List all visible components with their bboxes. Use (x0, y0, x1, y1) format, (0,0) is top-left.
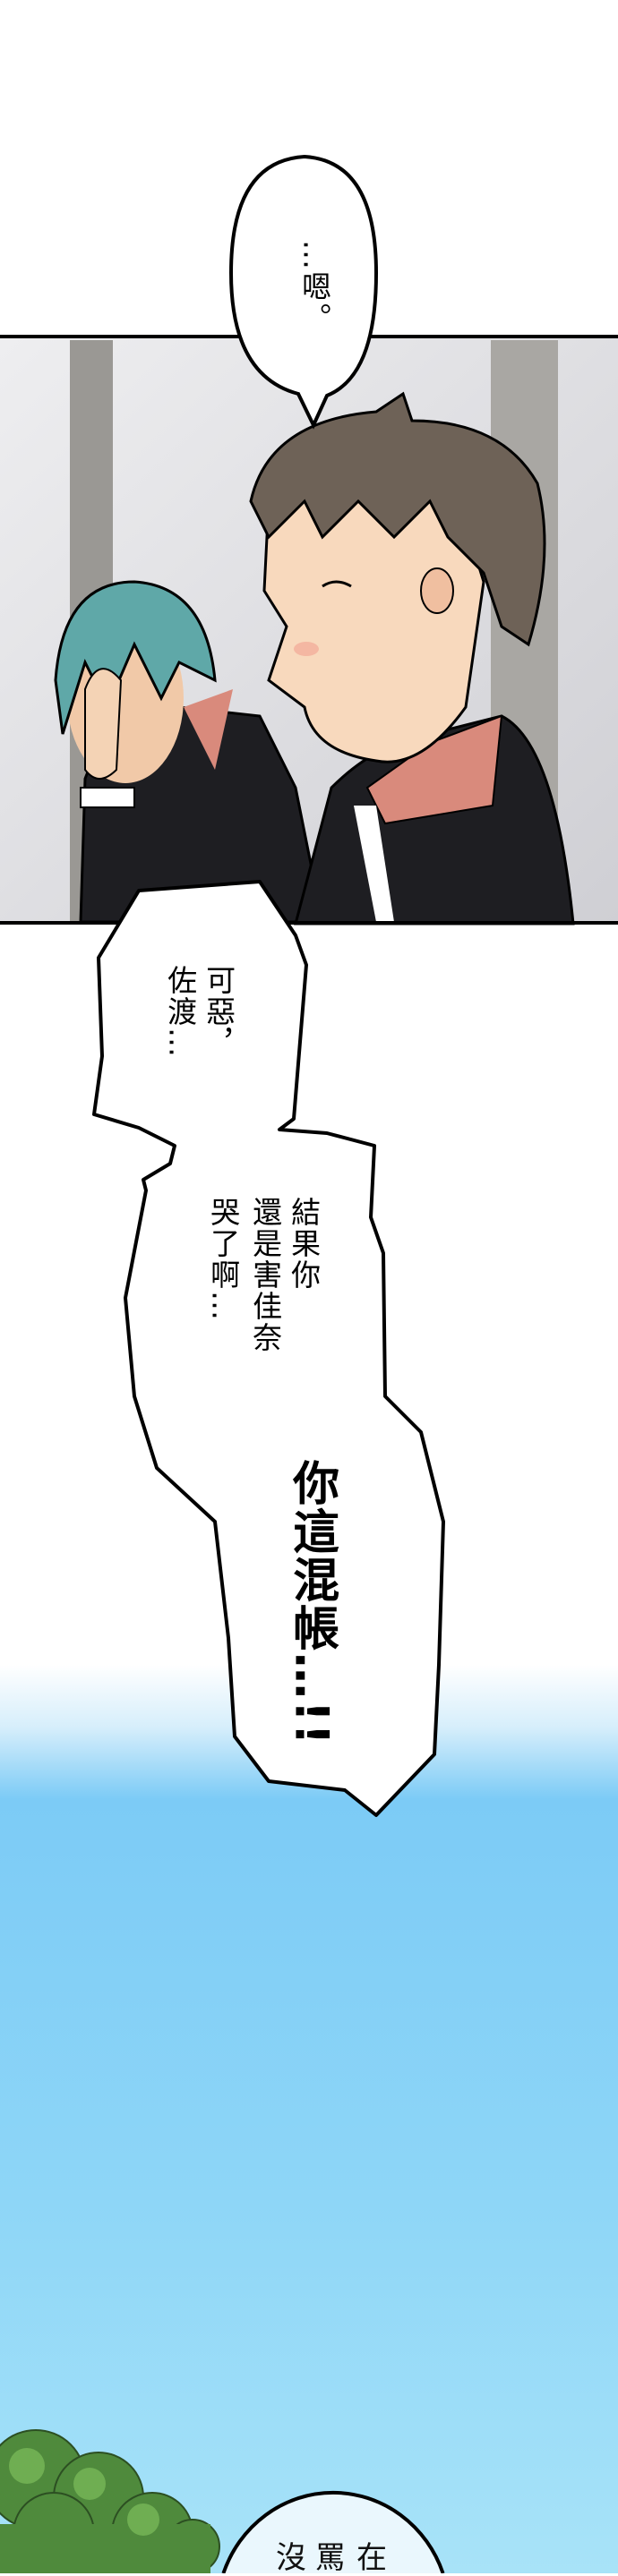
man-figure (249, 391, 575, 925)
shout-line-2: 佐渡… (162, 965, 198, 1059)
bottom-bubble-text-col-right: 在 (356, 2540, 387, 2576)
bottom-bubble-text-col-left: 沒 (276, 2540, 306, 2576)
shout-main-text: 你這混帳…!! (284, 1459, 339, 1747)
speech-bubble-shout (92, 880, 445, 1817)
bottom-bubble-text-col-mid: 罵 (315, 2540, 346, 2576)
shout-line-1: 可惡， (201, 965, 236, 1059)
shout-line-4: 還是害佳奈 (247, 1197, 283, 1353)
sky-background (0, 1665, 618, 2573)
comic-panel-funeral (0, 335, 618, 925)
crying-boy-figure (54, 580, 324, 924)
speech-bubble-bottom (223, 2492, 443, 2573)
speech-bubble-bottom-outline (221, 2490, 445, 2573)
bubble-text-hmm: …嗯。 (296, 240, 332, 334)
shout-line-5: 哭了啊… (205, 1197, 241, 1322)
shout-line-3: 結果你 (286, 1197, 322, 1291)
speech-bubble-hmm (228, 154, 379, 430)
